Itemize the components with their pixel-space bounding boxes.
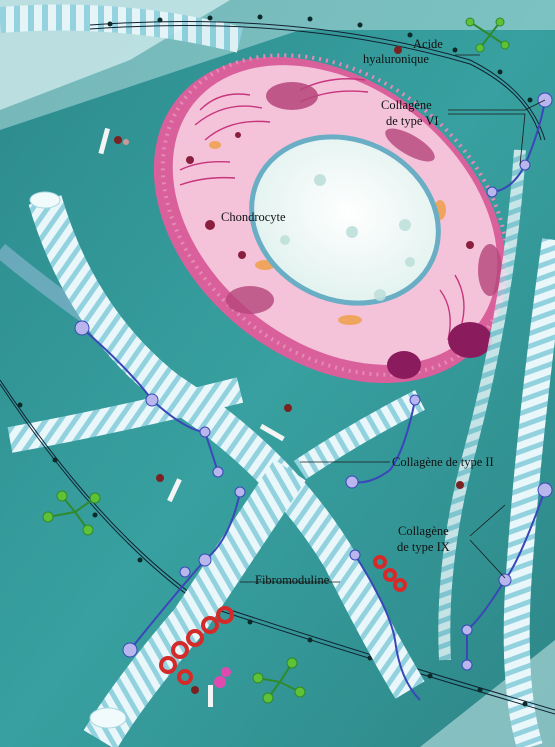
label-chondrocyte: Chondrocyte	[221, 210, 286, 224]
label-collagene-type-ii: Collagène de type II	[392, 455, 494, 469]
label-acide-hyaluronique-line2: hyaluronique	[363, 52, 429, 66]
label-collagene-type-vi-line2: de type VI	[386, 114, 439, 128]
label-fibromoduline: Fibromoduline	[255, 573, 329, 587]
label-collagene-type-ix-line2: de type IX	[397, 540, 450, 554]
label-acide-hyaluronique-line1: Acide	[413, 37, 443, 51]
label-collagene-type-vi-line1: Collagène	[381, 98, 432, 112]
label-collagene-type-ix-line1: Collagène	[398, 524, 449, 538]
